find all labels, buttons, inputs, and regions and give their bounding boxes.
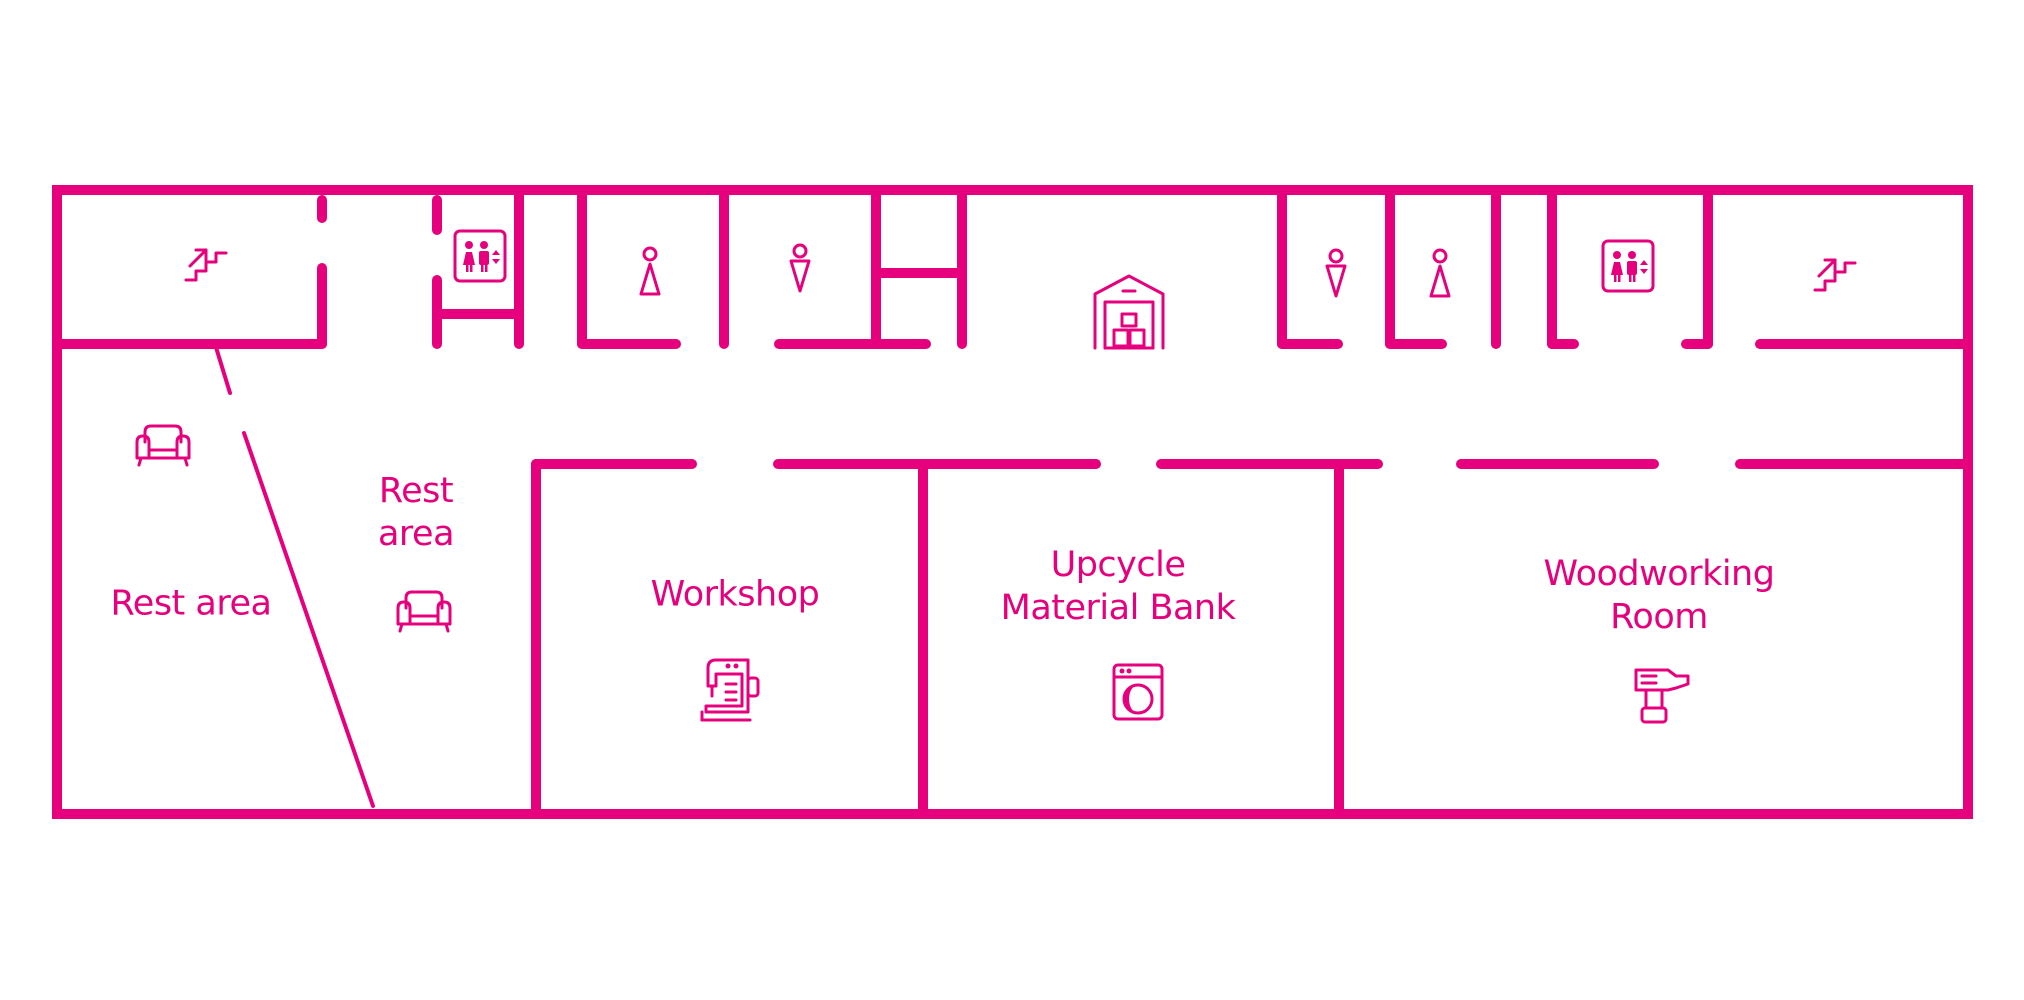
female-restroom-icon <box>1429 248 1451 298</box>
sofa-icon <box>135 424 191 467</box>
stairs-icon <box>184 248 228 282</box>
material-bank-label: Upcycle Material Bank <box>1001 544 1236 630</box>
male-restroom-icon <box>789 243 811 293</box>
stairs-icon <box>1813 258 1857 292</box>
sofa-icon <box>396 590 452 633</box>
material-bank-label-line1: Upcycle <box>1050 545 1186 585</box>
sewing-machine-icon <box>700 658 760 722</box>
material-bank-label-line2: Material Bank <box>1000 588 1236 628</box>
workshop-label: Workshop <box>650 574 820 615</box>
rest-area-mid-label-line2: area <box>377 514 455 554</box>
woodworking-room-label-line1: Woodworking <box>1543 554 1775 594</box>
rest-area-mid-label: Rest area <box>377 470 455 556</box>
elevator-icon <box>453 229 507 283</box>
woodworking-room-label: Woodworking Room <box>1544 553 1775 639</box>
woodworking-room-label-line2: Room <box>1610 597 1708 637</box>
rest-area-mid-label-line1: Rest <box>378 471 454 511</box>
elevator-icon <box>1601 239 1655 293</box>
male-restroom-icon <box>1325 248 1347 298</box>
power-tool-icon <box>1634 668 1690 724</box>
female-restroom-icon <box>639 246 661 296</box>
rest-area-left-label: Rest area <box>110 583 272 624</box>
washing-machine-icon <box>1112 663 1164 721</box>
warehouse-icon <box>1093 274 1165 350</box>
